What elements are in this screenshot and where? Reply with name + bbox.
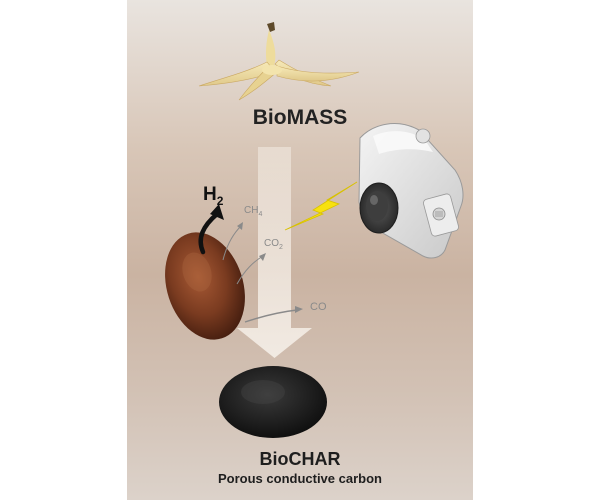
gas-co-base: CO [310,301,327,313]
process-diagram [165,22,464,438]
h2-arrow [198,211,220,255]
gas-co2-subscript: 2 [279,244,283,251]
biochar-label: BioCHAR [259,449,341,469]
gas-h2-base: H [203,184,217,205]
process-arrow [237,147,312,358]
ch4-arrow [222,225,242,261]
gas-ch4-subscript: 4 [258,211,263,218]
gas-ch4-base: CH [244,205,259,216]
banana-peel-icon [198,22,360,101]
gas-label-co2: CO2 [264,238,283,252]
gas-label-ch4: CH4 [244,205,263,219]
gas-label-h2: H2 [203,185,223,207]
co-arrow [244,309,298,323]
lightning-bolt-icon [284,181,358,231]
camera-flash-icon [358,123,464,259]
gas-co2-base: CO [264,238,279,249]
diagram-panel: BioMASS H2 CH4 CO2 CO BioCHAR Porous con… [127,0,473,500]
biochar-disc [219,366,327,438]
gas-label-co: CO [310,302,327,313]
biomass-label: BioMASS [252,106,348,129]
gas-h2-subscript: 2 [216,193,224,208]
biochar-subtitle: Porous conductive carbon [218,471,382,486]
biomass-disc [165,232,245,340]
